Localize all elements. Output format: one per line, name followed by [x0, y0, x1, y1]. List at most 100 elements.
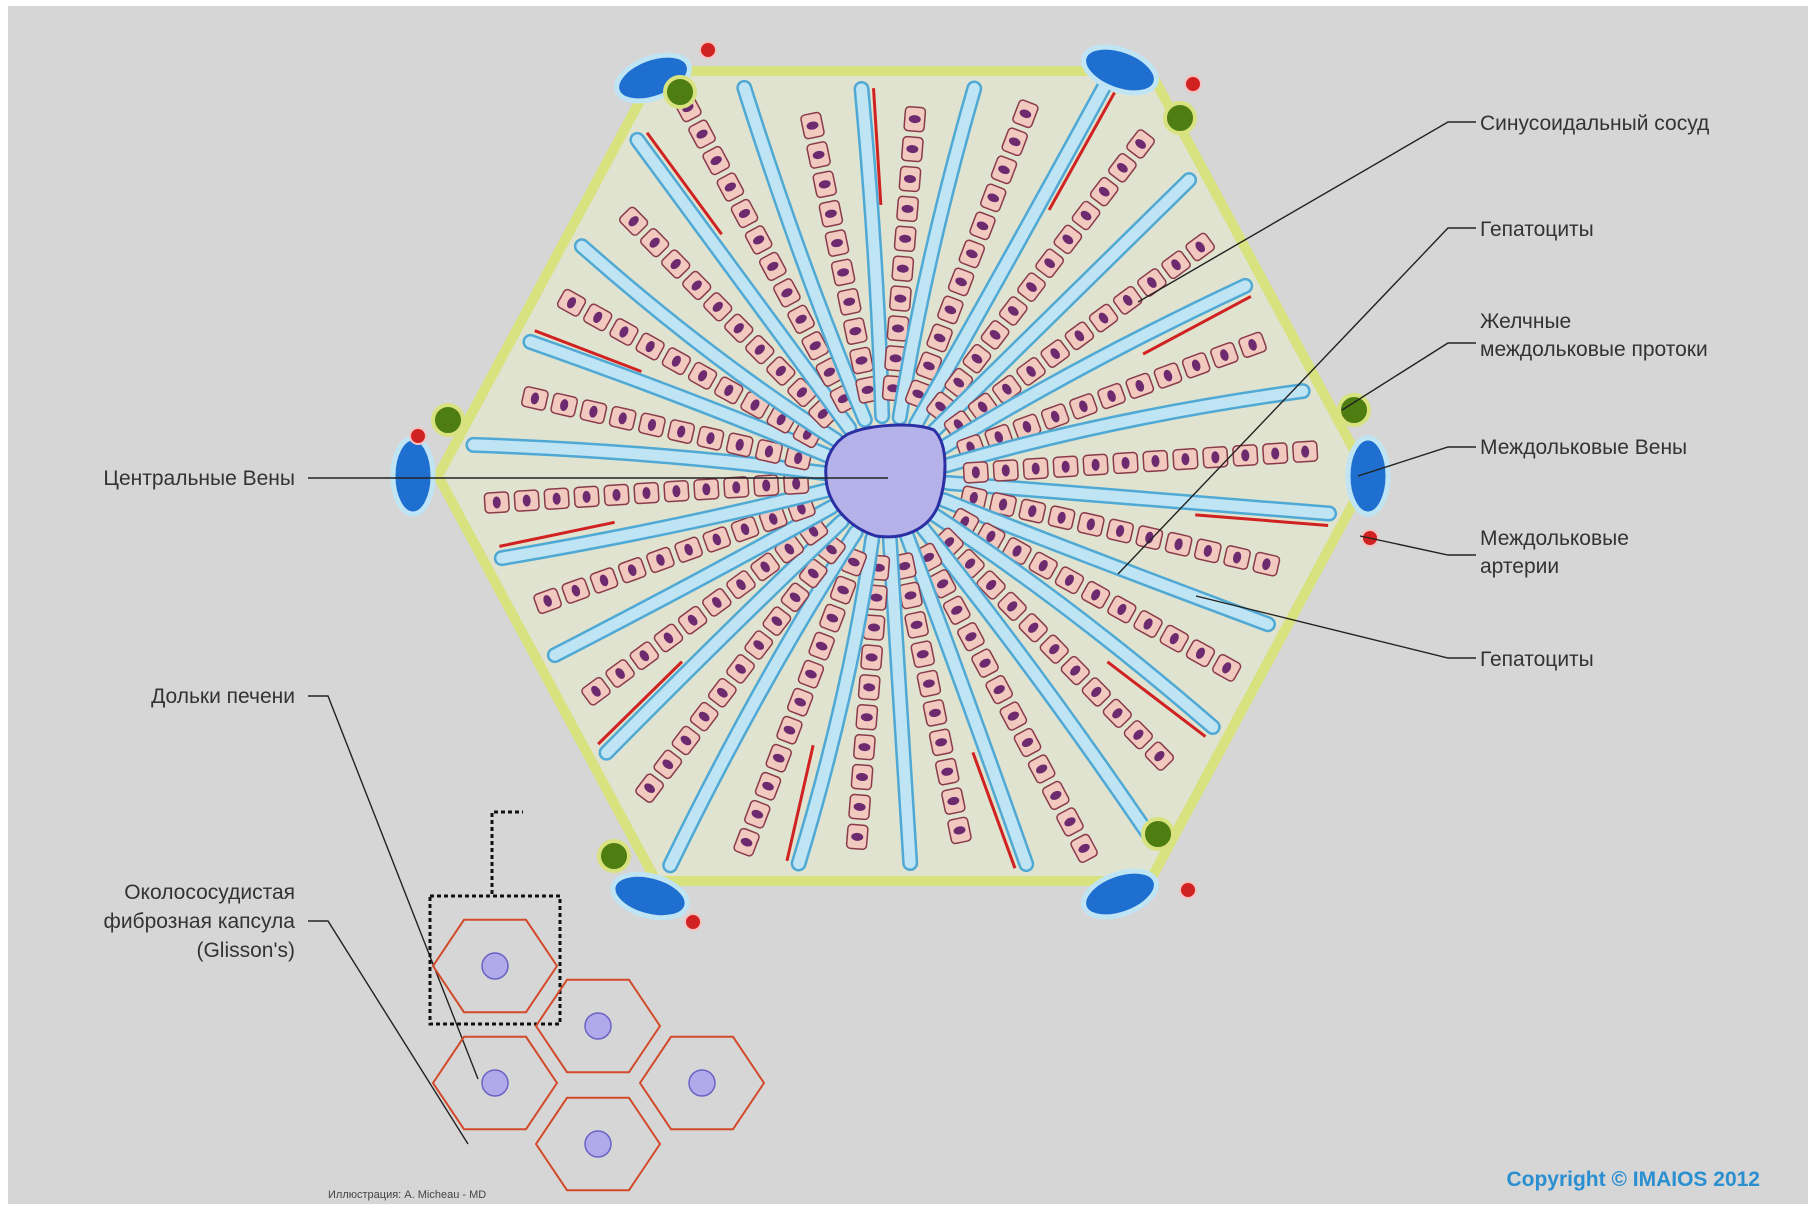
hepatocyte	[1108, 153, 1137, 183]
hepatocyte-nucleus	[1135, 139, 1146, 149]
hepatocyte	[635, 773, 664, 803]
hepatocyte	[674, 536, 703, 563]
hepatocyte	[1159, 624, 1189, 653]
hepatocyte-nucleus	[1064, 574, 1074, 586]
hepatocyte-nucleus	[904, 591, 917, 600]
hepatocyte	[663, 479, 690, 503]
hepatocyte	[646, 546, 675, 574]
hepatocyte-nucleus	[619, 326, 629, 338]
hepatocyte	[801, 331, 830, 361]
hepatocyte-nucleus	[1171, 259, 1181, 271]
hepatocyte	[850, 763, 874, 791]
hepatocyte-nucleus	[824, 209, 837, 218]
hepatocyte-nucleus	[1241, 449, 1250, 462]
hepatocyte	[962, 461, 989, 484]
hepatocyte	[726, 570, 756, 599]
hepatocyte-nucleus	[849, 327, 862, 336]
hepatocyte-nucleus	[1154, 751, 1165, 762]
hepatocyte-nucleus	[543, 595, 552, 607]
hepatocyte	[1064, 321, 1095, 351]
hepatocyte	[1112, 451, 1139, 475]
hepatocyte-nucleus	[593, 311, 603, 323]
hepatocyte	[635, 332, 665, 361]
hepatocyte-nucleus	[936, 579, 949, 589]
hepatocyte	[999, 701, 1028, 731]
label-interlobular-veins: Междольковые Вены	[1480, 436, 1687, 459]
interlobular-vein	[1345, 435, 1391, 517]
hepatocyte	[619, 206, 649, 236]
hepatocyte	[800, 111, 825, 140]
hepatocyte-nucleus	[740, 837, 753, 847]
hepatocyte	[1070, 833, 1098, 863]
hepatocyte-nucleus	[775, 365, 786, 377]
hepatocyte	[898, 581, 923, 610]
hepatocyte	[1053, 224, 1083, 255]
hepatocyte	[901, 135, 924, 163]
hepatocyte-nucleus	[903, 174, 916, 183]
hepatocyte-nucleus	[966, 249, 978, 259]
hepatocyte-nucleus	[1091, 458, 1100, 471]
hepatocyte	[1081, 677, 1111, 707]
hepatocyte	[1001, 127, 1028, 157]
mini-lobule-outline	[431, 1035, 559, 1131]
hepatocyte-nucleus	[837, 394, 850, 404]
hepatocyte-nucleus	[1074, 330, 1085, 342]
hepatocyte-nucleus	[943, 537, 955, 548]
hepatocyte	[1123, 720, 1153, 750]
leader-interlobular-arteries	[1359, 535, 1476, 556]
hepatocyte-nucleus	[955, 277, 967, 287]
hepatocyte-nucleus	[753, 640, 765, 650]
bile-duct	[1141, 817, 1175, 851]
hepatocyte	[744, 225, 773, 255]
hepatocyte	[745, 334, 775, 365]
hepatocyte	[1047, 505, 1076, 531]
hepatocyte	[1262, 442, 1289, 465]
hepatocyte-nucleus	[922, 679, 935, 688]
hepatocyte-nucleus	[979, 658, 991, 668]
liver-lobule-diagram: Синусоидальный сосуд Гепатоциты Желчные …	[103, 41, 1760, 1201]
hepatocyte	[1088, 303, 1119, 333]
hepatocyte	[1202, 446, 1229, 469]
hepatocyte	[818, 199, 844, 228]
hepatocyte	[661, 347, 692, 376]
label-capsule-1: Околососудистая	[124, 881, 295, 904]
sinusoid-lumen	[467, 439, 830, 479]
hepatocyte	[849, 346, 874, 375]
hepatocyte-nucleus	[1112, 708, 1123, 719]
hepatocyte	[937, 295, 964, 325]
hepatocyte-nucleus	[889, 354, 902, 363]
hepatocyte-nucleus	[684, 543, 693, 556]
hepatocyte-nucleus	[898, 562, 911, 571]
hepatocyte	[1028, 551, 1058, 580]
hepatocyte	[1039, 634, 1069, 664]
hepatocyte-nucleus	[910, 620, 923, 629]
hepatocyte-nucleus	[1163, 369, 1173, 382]
hepatocyte	[926, 323, 953, 353]
hepatocyte	[716, 172, 745, 202]
hepatocyte	[733, 827, 760, 857]
hepatocyte	[589, 567, 619, 594]
hepatocyte-nucleus	[671, 355, 681, 367]
hepatocyte	[533, 587, 562, 615]
hepatocyte-nucleus	[933, 333, 946, 343]
mini-lobule-outline	[534, 978, 662, 1074]
hepatocyte-nucleus	[1195, 647, 1206, 659]
hepatocyte	[550, 392, 579, 418]
hepatocyte	[754, 771, 782, 801]
hepatocyte	[1106, 518, 1134, 544]
hepatocyte	[1018, 613, 1048, 643]
hepatocyte	[855, 704, 879, 731]
hepatocyte	[1027, 754, 1056, 784]
hepatocyte	[848, 793, 871, 821]
hepatocyte-nucleus	[639, 650, 650, 662]
hepatocyte	[1292, 440, 1319, 463]
hepatocyte	[513, 489, 540, 512]
hepatocyte-nucleus	[805, 669, 817, 679]
hepatocyte	[561, 577, 591, 604]
hepatocyte-nucleus	[1181, 453, 1190, 466]
hepatocyte	[581, 676, 611, 706]
hepatocyte	[1022, 457, 1049, 480]
sinusoid-lumen	[917, 522, 1159, 847]
hepatocyte-nucleus	[808, 525, 819, 537]
hepatocyte-nucleus	[1008, 137, 1021, 147]
